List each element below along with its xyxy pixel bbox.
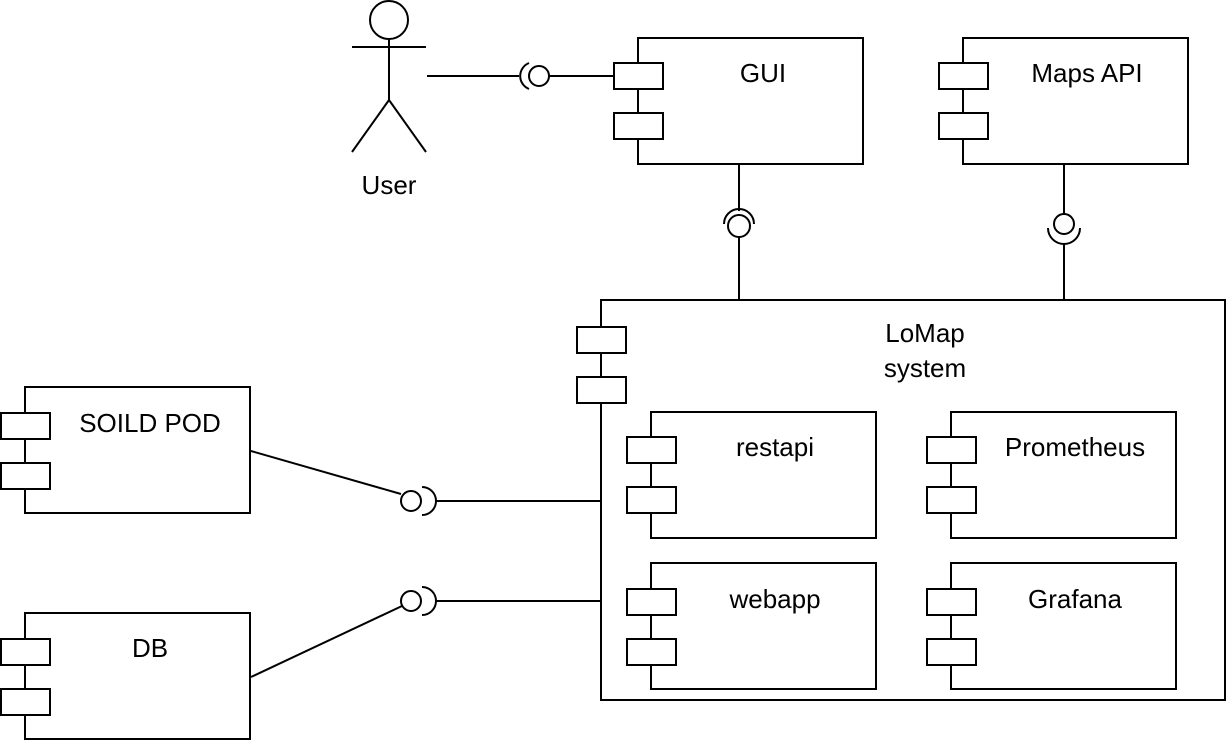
gui-lomap-connector	[723, 164, 755, 300]
restapi-component[interactable]: restapi	[626, 411, 877, 539]
required-interface-socket	[1047, 227, 1081, 245]
component-body	[24, 612, 251, 740]
required-interface-socket	[421, 586, 437, 616]
component-port-icon	[576, 326, 627, 354]
component-port-icon	[926, 486, 977, 514]
required-interface-socket	[519, 62, 530, 90]
component-port-icon	[626, 486, 677, 514]
db-component[interactable]: DB	[0, 612, 251, 740]
component-body	[24, 386, 251, 514]
actor-left-leg	[351, 99, 390, 153]
provided-interface-ball	[1053, 213, 1075, 235]
component-label: DB	[132, 633, 168, 663]
db-lomap-connector	[250, 586, 601, 678]
solid-pod-lomap-connector	[250, 450, 601, 516]
component-label: Grafana	[1028, 584, 1122, 614]
component-label-line2: system	[884, 353, 966, 383]
component-port-icon	[926, 588, 977, 616]
maps-lomap-connector	[1047, 164, 1081, 300]
component-label: Maps API	[1031, 58, 1142, 88]
component-port-icon	[613, 62, 664, 90]
component-port-icon	[613, 112, 664, 140]
actor-head	[369, 0, 409, 40]
component-body	[950, 562, 1177, 690]
required-interface-socket	[723, 208, 755, 225]
component-label: restapi	[736, 432, 814, 462]
gui-component[interactable]: GUI	[613, 37, 864, 165]
component-port-icon	[0, 412, 51, 440]
actor-label: User	[362, 170, 417, 200]
component-port-icon	[938, 62, 989, 90]
component-port-icon	[0, 462, 51, 490]
solid-pod-component[interactable]: SOILD POD	[0, 386, 251, 514]
maps-api-component[interactable]: Maps API	[938, 37, 1189, 165]
component-port-icon	[0, 638, 51, 666]
component-label-line1: LoMap	[885, 318, 965, 348]
required-interface-socket	[421, 486, 437, 516]
component-body	[650, 562, 877, 690]
component-port-icon	[938, 112, 989, 140]
user-gui-connector	[427, 62, 614, 90]
user-actor[interactable]: User	[351, 0, 427, 200]
component-port-icon	[626, 436, 677, 464]
webapp-component[interactable]: webapp	[626, 562, 877, 690]
component-port-icon	[926, 436, 977, 464]
connector-line	[250, 605, 403, 678]
component-body	[637, 37, 864, 165]
component-body	[650, 411, 877, 539]
provided-interface-ball	[528, 65, 550, 87]
component-label: GUI	[740, 58, 786, 88]
connector-line	[250, 450, 402, 495]
provided-interface-ball	[727, 214, 751, 238]
component-body	[962, 37, 1189, 165]
component-port-icon	[626, 588, 677, 616]
component-port-icon	[626, 638, 677, 666]
provided-interface-ball	[400, 590, 422, 612]
component-label: SOILD POD	[79, 408, 221, 438]
actor-right-leg	[388, 99, 427, 153]
component-port-icon	[0, 688, 51, 716]
grafana-component[interactable]: Grafana	[926, 562, 1177, 690]
component-label: Prometheus	[1005, 432, 1145, 462]
component-port-icon	[926, 638, 977, 666]
provided-interface-ball	[400, 490, 422, 512]
component-label: webapp	[728, 584, 820, 614]
component-body	[950, 411, 1177, 539]
prometheus-component[interactable]: Prometheus	[926, 411, 1177, 539]
component-port-icon	[576, 376, 627, 404]
